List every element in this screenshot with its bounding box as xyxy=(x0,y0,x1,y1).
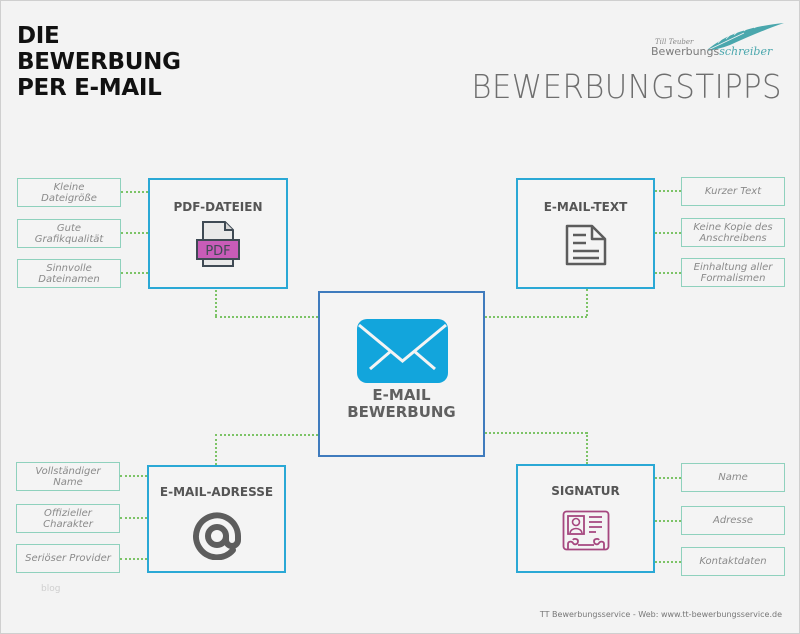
center-title: E-MAIL BEWERBUNG xyxy=(320,387,483,421)
connector-tag xyxy=(655,561,681,563)
logo-wordmark: Bewerbungsschreiber xyxy=(651,45,772,58)
connector-tag xyxy=(655,232,681,234)
feather-quill-icon xyxy=(705,23,784,52)
connector-pdf-vertical xyxy=(215,290,217,316)
connector-signature-horizontal xyxy=(485,432,587,434)
connector-tag xyxy=(121,272,148,274)
document-text-icon xyxy=(565,224,606,266)
center-title-line-2: BEWERBUNG xyxy=(347,403,456,421)
connector-tag xyxy=(121,232,148,234)
node-email-address: E-MAIL-ADRESSE xyxy=(147,465,286,573)
envelope-icon xyxy=(357,319,448,383)
subtitle: BEWERBUNGSTIPPS xyxy=(471,67,782,106)
title-line-3: PER E-MAIL xyxy=(17,75,162,101)
tag-reputable-provider: Seriöser Provider xyxy=(16,544,120,573)
connector-address-horizontal xyxy=(215,434,318,436)
tag-short-text: Kurzer Text xyxy=(681,177,785,206)
connector-tag xyxy=(655,477,681,479)
logo-signature: Till Teuber xyxy=(655,38,694,46)
watermark: blog xyxy=(41,584,61,594)
connector-tag xyxy=(655,190,681,192)
tag-address: Adresse xyxy=(681,506,785,535)
logo-word-plain: Bewerbungs xyxy=(651,45,720,58)
tag-name: Name xyxy=(681,463,785,492)
tag-contact-details: Kontaktdaten xyxy=(681,547,785,576)
main-title: DIE BEWERBUNG PER E-MAIL xyxy=(17,23,181,101)
at-sign-icon xyxy=(192,512,241,560)
connector-tag xyxy=(121,191,148,193)
connector-tag xyxy=(655,272,681,274)
pdf-file-icon: PDF xyxy=(196,221,240,267)
logo-word-script: schreiber xyxy=(719,45,773,58)
center-title-line-1: E-MAIL xyxy=(372,386,431,404)
connector-tag xyxy=(120,475,147,477)
node-title: PDF-DATEIEN xyxy=(173,200,263,214)
brand-logo: Till Teuber Bewerbungsschreiber xyxy=(649,21,789,73)
center-node-email-application: E-MAIL BEWERBUNG xyxy=(318,291,485,457)
connector-tag xyxy=(120,517,147,519)
connector-text-horizontal xyxy=(485,316,587,318)
title-line-2: BEWERBUNG xyxy=(17,49,181,75)
node-title: E-MAIL-ADRESSE xyxy=(159,485,274,499)
node-title: E-MAIL-TEXT xyxy=(543,200,628,214)
connector-pdf-horizontal xyxy=(215,316,318,318)
connector-signature-vertical xyxy=(586,432,588,464)
connector-tag xyxy=(655,520,681,522)
connector-text-vertical xyxy=(586,289,588,316)
node-signature: SIGNATUR xyxy=(516,464,655,573)
title-line-1: DIE xyxy=(17,23,60,49)
svg-text:PDF: PDF xyxy=(205,244,230,259)
node-title: SIGNATUR xyxy=(551,484,620,498)
footer-credit: TT Bewerbungsservice - Web: www.tt-bewer… xyxy=(539,610,782,619)
contact-card-icon xyxy=(562,510,609,551)
node-email-text: E-MAIL-TEXT xyxy=(516,178,655,289)
connector-address-vertical xyxy=(215,434,217,465)
connector-tag xyxy=(120,558,147,560)
node-pdf-files: PDF-DATEIEN PDF xyxy=(148,178,288,289)
